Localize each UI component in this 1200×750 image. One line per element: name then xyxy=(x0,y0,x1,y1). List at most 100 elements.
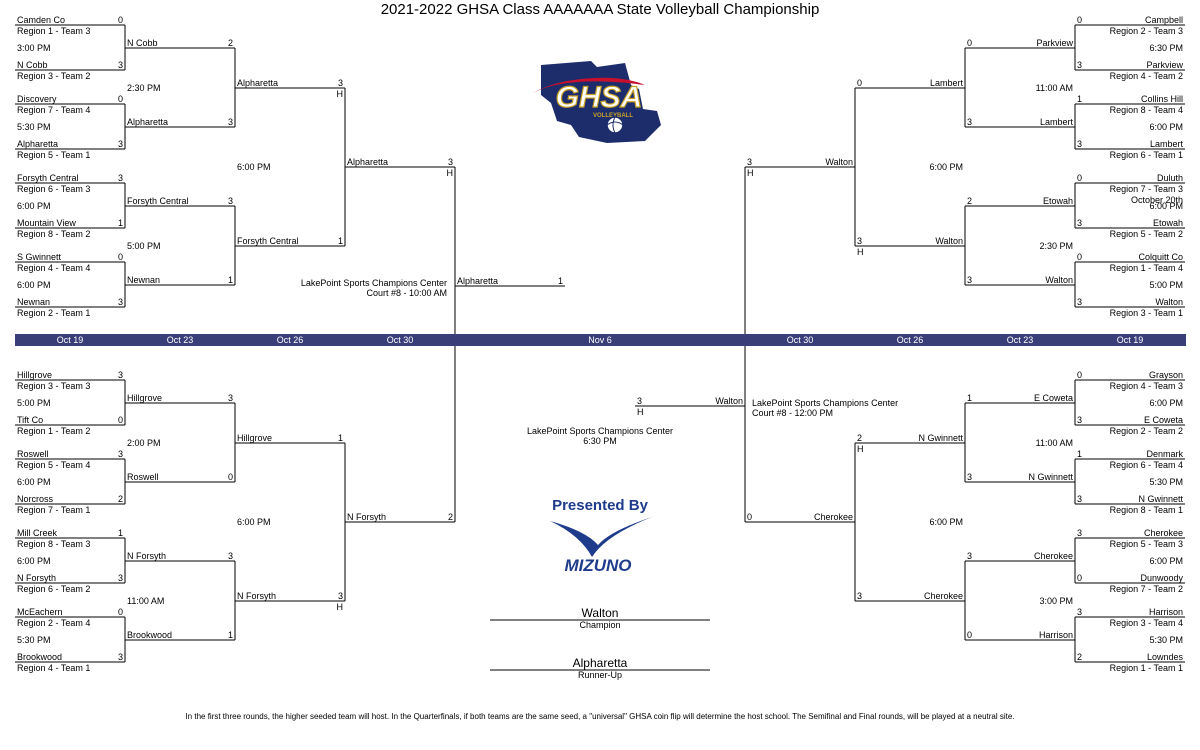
team-name: Walton xyxy=(1045,275,1073,285)
team-score: 0 xyxy=(1077,573,1083,583)
match-time: 5:30 PM xyxy=(1149,635,1183,645)
team-score: 3 xyxy=(227,196,233,206)
date-left-qf: Oct 30 xyxy=(386,335,414,345)
runner-up-name: Alpharetta xyxy=(572,656,628,670)
team-seed: Region 8 - Team 1 xyxy=(1109,505,1183,515)
team-name: Newnan xyxy=(17,297,51,307)
team-score: 3 xyxy=(117,370,123,380)
team-seed: Region 7 - Team 2 xyxy=(1109,584,1183,594)
team-name: Hillgrove xyxy=(17,370,53,380)
team-name: Etowah xyxy=(1152,218,1183,228)
team-seed: Region 6 - Team 3 xyxy=(17,184,91,194)
team-score: 0 xyxy=(117,15,123,25)
host-marker: H xyxy=(336,602,344,612)
team-name: Alpharetta xyxy=(127,117,169,127)
team-seed: Region 4 - Team 2 xyxy=(1109,71,1183,81)
team-score: 2 xyxy=(1077,652,1083,662)
team-name: Etowah xyxy=(1042,196,1073,206)
team-name: Denmark xyxy=(1146,449,1183,459)
team-name: Cherokee xyxy=(923,591,963,601)
svg-text:GHSA: GHSA xyxy=(556,81,643,114)
date-band xyxy=(15,334,1186,346)
team-score: 1 xyxy=(227,630,233,640)
team-seed: Region 2 - Team 4 xyxy=(17,618,91,628)
team-seed: Region 8 - Team 4 xyxy=(1109,105,1183,115)
host-marker: H xyxy=(857,247,864,257)
team-name: Campbell xyxy=(1144,15,1183,25)
team-seed: Region 8 - Team 2 xyxy=(17,229,91,239)
team-seed: Region 3 - Team 2 xyxy=(17,71,91,81)
team-score: 3 xyxy=(1077,494,1083,504)
team-seed: Region 1 - Team 3 xyxy=(17,26,91,36)
match-time: 6:00 PM xyxy=(1149,201,1183,211)
match-time: 11:00 AM xyxy=(1035,83,1073,93)
match-time: 5:30 PM xyxy=(17,635,51,645)
team-score: 1 xyxy=(337,236,343,246)
final-venue: LakePoint Sports Champions Center xyxy=(526,426,674,436)
match-time: 6:30 PM xyxy=(1149,43,1183,53)
match-time: 6:00 PM xyxy=(17,201,51,211)
team-name: Walton xyxy=(1155,297,1183,307)
team-name: Dunwoody xyxy=(1140,573,1183,583)
team-name: McEachern xyxy=(17,607,63,617)
team-score: 3 xyxy=(967,472,973,482)
team-score: 2 xyxy=(117,494,123,504)
team-name: N Gwinnett xyxy=(1138,494,1183,504)
team-seed: Region 5 - Team 2 xyxy=(1109,229,1183,239)
date-right-r3: Oct 26 xyxy=(896,335,924,345)
team-name: N Cobb xyxy=(127,38,158,48)
team-score: 3 xyxy=(117,449,123,459)
team-seed: Region 7 - Team 3 xyxy=(1109,184,1183,194)
team-score: 3 xyxy=(1077,607,1083,617)
team-score: 3 xyxy=(337,591,343,601)
mizuno-logo: Presented By MIZUNO xyxy=(550,497,652,575)
team-score: 0 xyxy=(227,472,233,482)
team-seed: Region 3 - Team 3 xyxy=(17,381,91,391)
match-time: 6:00 PM xyxy=(17,556,51,566)
date-right-r1: Oct 19 xyxy=(1116,335,1144,345)
team-seed: Region 7 - Team 1 xyxy=(17,505,91,515)
team-score: 0 xyxy=(1077,15,1083,25)
team-name: Roswell xyxy=(17,449,49,459)
team-score: 3 xyxy=(747,157,753,167)
match-time: 6:00 PM xyxy=(17,280,51,290)
team-name: Lambert xyxy=(1039,117,1073,127)
match-time: 6:00 PM xyxy=(237,517,271,527)
team-score: 0 xyxy=(857,78,863,88)
team-name: N Forsyth xyxy=(237,591,277,601)
team-score: 1 xyxy=(967,393,973,403)
match-time: 6:00 PM xyxy=(929,517,963,527)
host-marker: H xyxy=(336,89,344,99)
team-score: 3 xyxy=(967,551,973,561)
team-score: 0 xyxy=(967,630,973,640)
team-name: S Gwinnett xyxy=(17,252,62,262)
team-name: Grayson xyxy=(1148,370,1183,380)
host-marker: H xyxy=(446,168,454,178)
match-time: 2:30 PM xyxy=(1039,241,1073,251)
team-seed: Region 8 - Team 3 xyxy=(17,539,91,549)
team-seed: Region 2 - Team 2 xyxy=(1109,426,1183,436)
ghsa-logo: GHSA VOLLEYBALL xyxy=(533,61,661,143)
date-center-final: Nov 6 xyxy=(588,335,612,345)
team-name: Alpharetta xyxy=(347,157,389,167)
match-time: 5:30 PM xyxy=(17,122,51,132)
date-right-qf: Oct 30 xyxy=(786,335,814,345)
team-score: 3 xyxy=(447,157,453,167)
team-name: N Forsyth xyxy=(127,551,167,561)
team-score: 0 xyxy=(117,94,123,104)
team-score: 3 xyxy=(227,117,233,127)
match-time: 6:00 PM xyxy=(929,162,963,172)
semi-court: Court #8 - 12:00 PM xyxy=(752,408,834,418)
team-name: Alpharetta xyxy=(17,139,59,149)
match-time: 5:30 PM xyxy=(1149,477,1183,487)
team-seed: Region 7 - Team 4 xyxy=(17,105,91,115)
team-score: 2 xyxy=(857,433,863,443)
match-time: 6:00 PM xyxy=(237,162,271,172)
svg-text:MIZUNO: MIZUNO xyxy=(564,556,631,575)
match-time: 3:00 PM xyxy=(17,43,51,53)
team-score: 0 xyxy=(747,512,753,522)
team-name: Alpharetta xyxy=(237,78,279,88)
team-score: 3 xyxy=(1077,415,1083,425)
match-time: 6:00 PM xyxy=(1149,398,1183,408)
